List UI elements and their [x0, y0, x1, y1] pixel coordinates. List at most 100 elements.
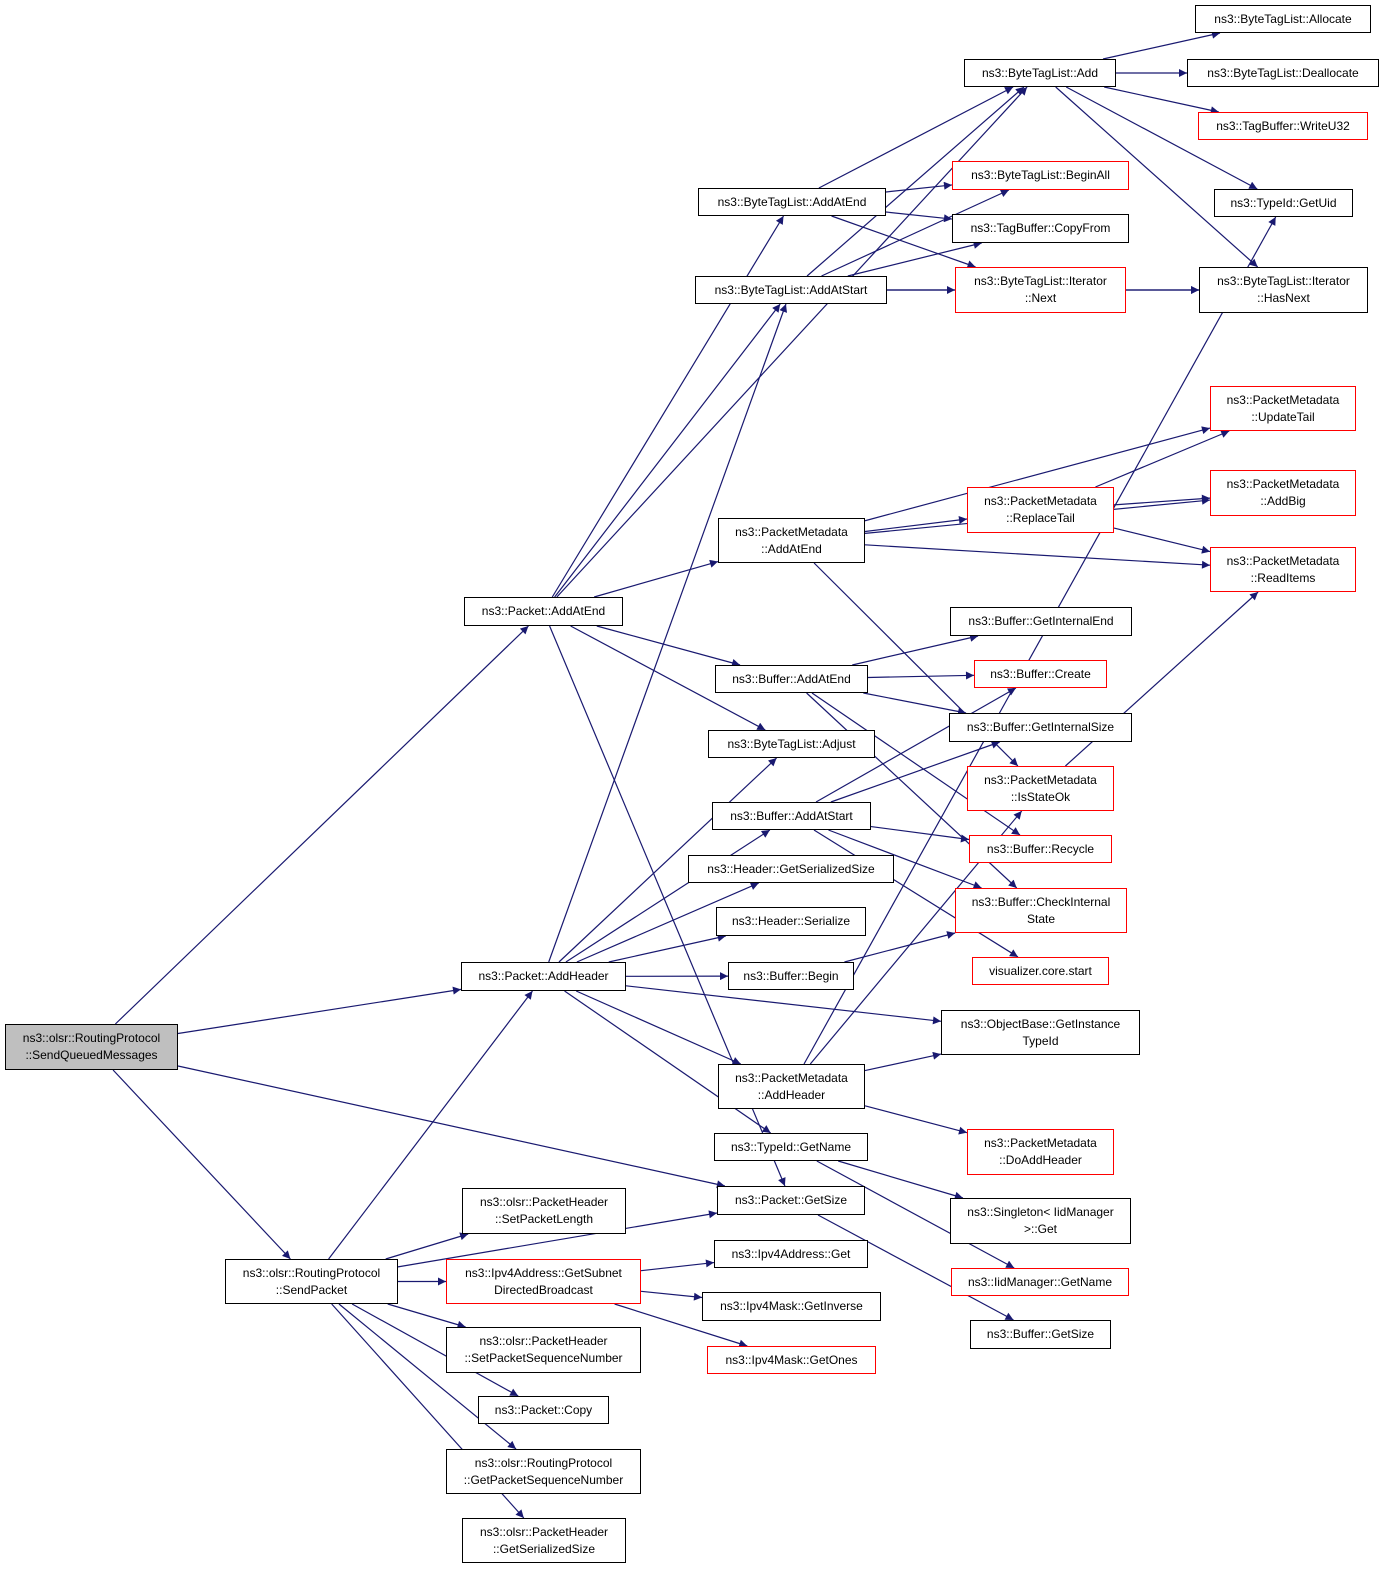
node-packet-metadata-update-tail[interactable]: ns3::PacketMetadata::UpdateTail — [1210, 386, 1356, 431]
node-singleton-iid-manager-get[interactable]: ns3::Singleton< IidManager>::Get — [950, 1198, 1131, 1244]
node-label-line: ns3::Packet::Copy — [494, 1402, 593, 1417]
edge-btlAddAtEnd-to-tbCopyFrom — [885, 211, 953, 223]
node-label-line: ::ReadItems — [1250, 570, 1316, 585]
node-packet-metadata-add-at-end[interactable]: ns3::PacketMetadata::AddAtEnd — [718, 518, 865, 563]
node-byte-tag-list-deallocate[interactable]: ns3::ByteTagList::Deallocate — [1187, 59, 1379, 87]
node-label-line: ns3::ByteTagList::Deallocate — [1207, 65, 1359, 80]
node-tag-buffer-copy-from[interactable]: ns3::TagBuffer::CopyFrom — [952, 214, 1129, 243]
node-packet-metadata-do-add-header[interactable]: ns3::PacketMetadata::DoAddHeader — [967, 1129, 1114, 1175]
node-label-line: TypeId — [1022, 1033, 1059, 1048]
node-label-line: >::Get — [1023, 1222, 1058, 1236]
edge-bufAddAtEnd-to-bufCreate — [867, 671, 975, 680]
node-packet-metadata-replace-tail[interactable]: ns3::PacketMetadata::ReplaceTail — [967, 487, 1114, 533]
node-header-get-serialized-size[interactable]: ns3::Header::GetSerializedSize — [688, 855, 894, 883]
node-packet-metadata-add-big[interactable]: ns3::PacketMetadata::AddBig — [1210, 470, 1356, 516]
node-packet-header-set-sequence-number[interactable]: ns3::olsr::PacketHeader::SetPacketSequen… — [446, 1327, 641, 1373]
node-packet-copy[interactable]: ns3::Packet::Copy — [478, 1396, 609, 1424]
node-type-id-get-uid[interactable]: ns3::TypeId::GetUid — [1214, 189, 1353, 217]
node-byte-tag-list-adjust[interactable]: ns3::ByteTagList::Adjust — [708, 730, 875, 758]
node-label-line: ::SetPacketSequenceNumber — [464, 1351, 623, 1365]
edge-pktAddHeader-to-bufAddAtStart — [565, 829, 771, 963]
node-label-line: ::AddHeader — [757, 1087, 826, 1102]
node-buffer-get-size[interactable]: ns3::Buffer::GetSize — [970, 1320, 1111, 1349]
node-packet-metadata-is-state-ok[interactable]: ns3::PacketMetadata::IsStateOk — [967, 766, 1114, 811]
node-label-line: ns3::Ipv4Mask::GetInverse — [720, 1299, 863, 1313]
node-packet-header-set-packet-length[interactable]: ns3::olsr::PacketHeader::SetPacketLength — [462, 1188, 626, 1234]
node-label-line: ns3::PacketMetadata — [1226, 553, 1340, 568]
node-tag-buffer-write-u32[interactable]: ns3::TagBuffer::WriteU32 — [1198, 112, 1368, 140]
node-label-line: ns3::ByteTagList::Iterator — [974, 274, 1107, 288]
node-packet-header-get-serialized-size[interactable]: ns3::olsr::PacketHeader::GetSerializedSi… — [462, 1518, 626, 1563]
node-label-line: ns3::ByteTagList::BeginAll — [971, 168, 1110, 182]
node-byte-tag-list-iterator-next[interactable]: ns3::ByteTagList::Iterator::Next — [955, 267, 1126, 313]
edge-sendPacket-to-phSetSeq — [387, 1303, 466, 1329]
edge-ipv4Bcast-to-ipv4Get — [640, 1259, 715, 1272]
node-label-line: ::HasNext — [1257, 291, 1310, 305]
node-label-line: ns3::Packet::GetSize — [734, 1193, 848, 1207]
node-packet-add-header[interactable]: ns3::Packet::AddHeader — [461, 962, 626, 991]
node-byte-tag-list-allocate[interactable]: ns3::ByteTagList::Allocate — [1195, 5, 1371, 33]
node-label-line: ns3::olsr::PacketHeader — [479, 1334, 608, 1348]
edge-pmReplaceTail-to-pmUpdateTail — [1095, 430, 1230, 488]
edge-pktAddHeader-to-hdrSerialize — [608, 933, 726, 963]
node-label-line: ns3::ByteTagList::Iterator — [1217, 274, 1350, 288]
node-label-line: ns3::TagBuffer::WriteU32 — [1216, 118, 1350, 133]
edge-sendPacket-to-pktAddHeader — [328, 990, 533, 1260]
node-buffer-add-at-start[interactable]: ns3::Buffer::AddAtStart — [712, 802, 871, 830]
node-label-line: ns3::Header::GetSerializedSize — [707, 861, 875, 876]
node-label-line: ns3::ByteTagList::Add — [981, 65, 1099, 80]
node-label-line: ns3::olsr::RoutingProtocol — [474, 1455, 613, 1470]
node-label-line: ns3::Buffer::CheckInternal — [971, 894, 1111, 909]
node-header-serialize[interactable]: ns3::Header::Serialize — [716, 907, 866, 936]
edge-pmAddHeader-to-objGetInst — [864, 1051, 942, 1072]
node-ipv4-mask-get-inverse[interactable]: ns3::Ipv4Mask::GetInverse — [702, 1292, 881, 1321]
node-label-line: ns3::Singleton< IidManager — [967, 1205, 1114, 1219]
node-packet-metadata-add-header[interactable]: ns3::PacketMetadata::AddHeader — [718, 1064, 865, 1109]
node-iid-manager-get-name[interactable]: ns3::IidManager::GetName — [951, 1268, 1129, 1296]
node-label-line: ::SetPacketLength — [494, 1212, 594, 1226]
node-byte-tag-list-add-at-start[interactable]: ns3::ByteTagList::AddAtStart — [695, 276, 887, 304]
node-label-line: ns3::Ipv4Address::Get — [731, 1246, 851, 1261]
node-buffer-add-at-end[interactable]: ns3::Buffer::AddAtEnd — [715, 665, 868, 693]
node-buffer-get-internal-end[interactable]: ns3::Buffer::GetInternalEnd — [950, 607, 1132, 636]
node-label-line: ::AddBig — [1260, 494, 1306, 508]
node-visualizer-core-start[interactable]: visualizer.core.start — [972, 957, 1109, 985]
edge-pktAddAtEnd-to-btlAddAtStart — [554, 303, 781, 598]
node-label-line: ns3::PacketMetadata — [1226, 392, 1340, 407]
node-label-line: ns3::TagBuffer::CopyFrom — [970, 221, 1111, 235]
node-byte-tag-list-add[interactable]: ns3::ByteTagList::Add — [964, 59, 1116, 87]
edge-bufAddAtEnd-to-bufGetIntSize — [863, 692, 967, 716]
edge-bufAddAtEnd-to-bufRecycle — [811, 692, 1021, 836]
node-buffer-get-internal-size[interactable]: ns3::Buffer::GetInternalSize — [949, 713, 1132, 742]
node-buffer-recycle[interactable]: ns3::Buffer::Recycle — [969, 835, 1112, 863]
node-label-line: ns3::Packet::AddAtEnd — [481, 604, 606, 618]
node-label-line: ns3::olsr::PacketHeader — [479, 1524, 609, 1539]
edge-btlAddAtEnd-to-btlAdd — [818, 86, 1014, 189]
node-packet-metadata-read-items[interactable]: ns3::PacketMetadata::ReadItems — [1210, 547, 1356, 592]
node-byte-tag-list-iterator-has-next[interactable]: ns3::ByteTagList::Iterator::HasNext — [1199, 267, 1368, 313]
edge-btlAddAtEnd-to-itNext — [831, 215, 976, 269]
edge-pktAddHeader-to-btlAdjust — [558, 757, 777, 963]
node-byte-tag-list-add-at-end[interactable]: ns3::ByteTagList::AddAtEnd — [698, 188, 886, 216]
edge-pktGetSize-to-bufGetSize — [817, 1214, 1014, 1321]
node-ipv4-mask-get-ones[interactable]: ns3::Ipv4Mask::GetOnes — [707, 1346, 876, 1374]
node-label-line: ns3::ByteTagList::Allocate — [1214, 11, 1352, 26]
node-packet-add-at-end[interactable]: ns3::Packet::AddAtEnd — [464, 597, 623, 626]
node-label-line: ::SendQueuedMessages — [25, 1048, 158, 1062]
node-packet-get-size[interactable]: ns3::Packet::GetSize — [717, 1186, 865, 1215]
node-byte-tag-list-begin-all[interactable]: ns3::ByteTagList::BeginAll — [952, 161, 1129, 190]
node-buffer-begin[interactable]: ns3::Buffer::Begin — [728, 962, 854, 990]
edge-btlAddAtEnd-to-btlBeginAll — [885, 181, 953, 193]
node-label-line: ns3::Ipv4Mask::GetOnes — [725, 1352, 858, 1367]
node-buffer-create[interactable]: ns3::Buffer::Create — [974, 660, 1107, 688]
node-type-id-get-name[interactable]: ns3::TypeId::GetName — [714, 1133, 868, 1161]
node-label-line: ns3::Buffer::GetInternalSize — [966, 720, 1115, 734]
node-label-line: ns3::Header::Serialize — [731, 914, 851, 928]
node-send-packet[interactable]: ns3::olsr::RoutingProtocol::SendPacket — [225, 1259, 398, 1304]
node-ipv4-address-get[interactable]: ns3::Ipv4Address::Get — [714, 1240, 868, 1268]
edge-pktAddHeader-to-pmAddHeader — [575, 990, 742, 1065]
node-routing-protocol-get-packet-sequence-number[interactable]: ns3::olsr::RoutingProtocol::GetPacketSeq… — [446, 1449, 641, 1494]
